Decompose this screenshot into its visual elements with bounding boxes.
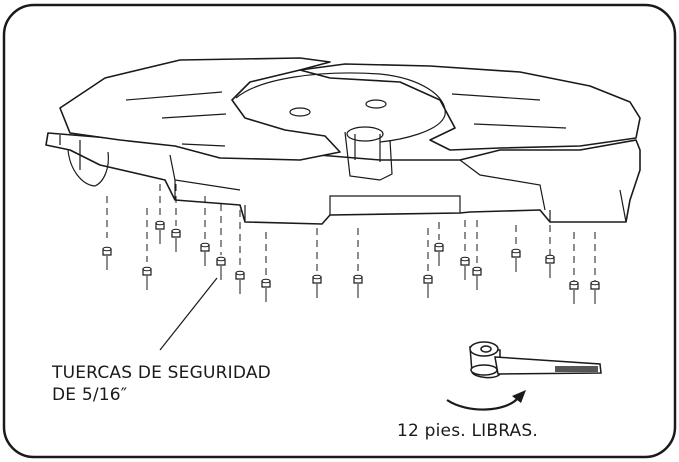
lock-nut-icon xyxy=(171,228,181,252)
torque-label: 12 pies. LIBRAS. xyxy=(397,421,538,441)
lock-nut-icon xyxy=(545,254,555,278)
fifth-wheel-hitch-plate xyxy=(45,57,641,225)
lock-nut-icon xyxy=(312,274,322,298)
lock-nut-icon xyxy=(472,266,482,290)
lock-nut-icon xyxy=(200,242,210,266)
bolt-alignment-lines xyxy=(106,184,596,282)
hitch-plate-details xyxy=(59,72,627,223)
lock-nut-icon xyxy=(102,246,112,270)
lock-nut-icon xyxy=(261,278,271,302)
lock-nut-icon xyxy=(155,220,165,244)
lock-nuts-label-line2: DE 5/16″ xyxy=(52,385,128,405)
lock-nut-icon xyxy=(511,248,521,272)
lock-nut-icon xyxy=(142,266,152,290)
lock-nut-icon xyxy=(235,270,245,294)
leader-line xyxy=(159,277,218,351)
lock-nut-icon xyxy=(423,274,433,298)
lock-nut-icon xyxy=(569,280,579,304)
ratchet-wrench-icon xyxy=(469,341,602,379)
lock-nut-icon xyxy=(460,256,470,280)
lock-nuts-label-line1: TUERCAS DE SEGURIDAD xyxy=(52,363,271,383)
lock-nut-icon xyxy=(353,274,363,298)
lock-nut-icon xyxy=(216,256,226,280)
diagram-border xyxy=(2,3,677,459)
lock-nuts-label: TUERCAS DE SEGURIDAD DE 5/16″ xyxy=(52,362,271,406)
lock-nut-icon xyxy=(590,280,600,304)
clockwise-arrow-icon xyxy=(446,390,526,411)
lock-nut-icon xyxy=(434,242,444,266)
